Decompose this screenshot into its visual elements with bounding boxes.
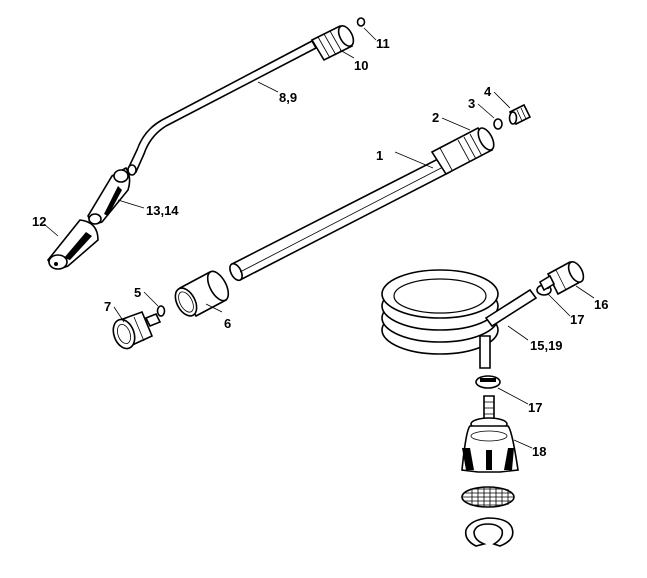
callout-8-9: 8,9 — [279, 90, 297, 105]
callout-1: 1 — [376, 148, 383, 163]
callout-7: 7 — [104, 299, 111, 314]
part-nozzle-cap — [47, 219, 99, 270]
callout-2: 2 — [432, 110, 439, 125]
part-retaining-ring — [464, 517, 514, 547]
callout-17-lower: 17 — [528, 400, 542, 415]
callout-4: 4 — [484, 84, 492, 99]
part-connector — [112, 310, 162, 350]
part-o-ring-3 — [493, 118, 503, 130]
part-fitting-4 — [508, 103, 532, 126]
callout-17-upper: 17 — [570, 312, 584, 327]
part-sleeve — [174, 270, 230, 318]
part-suction-filter — [461, 395, 519, 473]
callout-11: 11 — [376, 36, 390, 51]
part-lance-tube — [126, 39, 318, 176]
callout-15-19: 15,19 — [530, 338, 563, 353]
callout-5: 5 — [134, 285, 141, 300]
leader-lines — [43, 27, 595, 449]
part-extension-tube — [229, 156, 452, 282]
part-hose-clamp-lower — [475, 375, 501, 389]
part-o-ring-11 — [356, 17, 366, 27]
callout-13-14: 13,14 — [146, 203, 179, 218]
callout-18: 18 — [532, 444, 546, 459]
part-o-ring-5 — [156, 305, 166, 317]
callout-16: 16 — [594, 297, 608, 312]
part-number-callouts: 1 2 3 4 5 6 7 8,9 10 11 12 13,14 15,19 1… — [32, 36, 608, 459]
part-coiled-hose — [381, 269, 538, 369]
callout-6: 6 — [224, 316, 231, 331]
part-tube-coupling — [430, 126, 495, 176]
part-lance-nut — [310, 24, 355, 62]
callout-12: 12 — [32, 214, 46, 229]
part-strainer-mesh — [461, 486, 515, 508]
part-hose-fitting — [538, 260, 585, 296]
callout-3: 3 — [468, 96, 475, 111]
callout-10: 10 — [354, 58, 368, 73]
part-nozzle — [87, 166, 131, 225]
